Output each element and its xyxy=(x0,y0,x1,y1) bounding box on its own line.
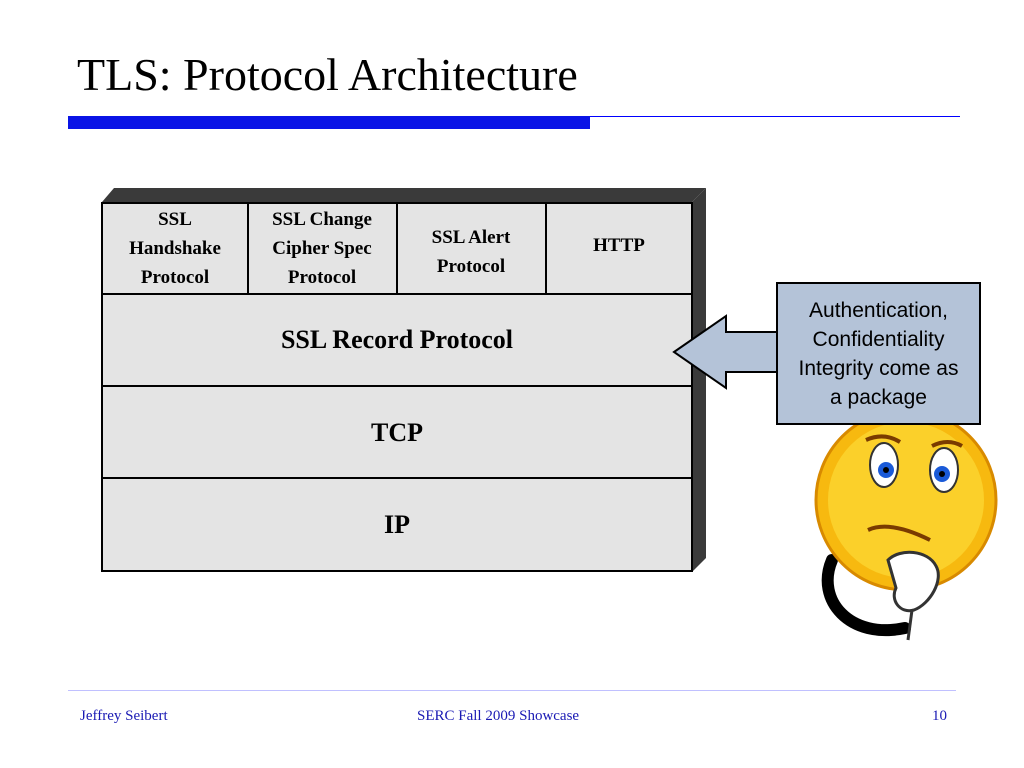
layer-tcp-label: TCP xyxy=(371,418,423,447)
slide-title: TLS: Protocol Architecture xyxy=(77,49,578,100)
cell-label-line: SSL xyxy=(158,209,192,230)
title-underline-thick xyxy=(68,116,590,129)
thinking-smiley-icon xyxy=(814,408,998,641)
stack-side-bevel xyxy=(692,188,706,572)
footer-divider xyxy=(68,690,956,691)
footer-page-number: 10 xyxy=(932,708,947,724)
cell-http xyxy=(545,202,693,295)
cell-label-line: Protocol xyxy=(437,256,505,277)
cell-ssl-change-cipher-spec xyxy=(247,202,398,295)
layer-ip xyxy=(101,477,693,572)
callout-box: Authentication, Confidentiality Integrit… xyxy=(776,282,981,425)
layer-ip-label: IP xyxy=(384,510,410,539)
layer-ssl-record-label: SSL Record Protocol xyxy=(281,325,513,354)
layer-tcp xyxy=(101,385,693,479)
footer-author: Jeffrey Seibert xyxy=(80,708,168,724)
cell-label-line: SSL Change xyxy=(272,209,372,230)
stack-top-bevel xyxy=(102,188,706,202)
cell-label-line: Handshake xyxy=(129,238,221,259)
cell-ssl-alert xyxy=(396,202,547,295)
cell-label-line: Cipher Spec xyxy=(272,238,371,259)
cell-label-line: Protocol xyxy=(141,267,209,288)
cell-http-label: HTTP xyxy=(593,235,645,256)
footer-event: SERC Fall 2009 Showcase xyxy=(417,708,580,724)
cell-label-line: SSL Alert xyxy=(432,227,511,248)
cell-label-line: HTTP xyxy=(593,235,645,256)
callout-text: Authentication, Confidentiality Integrit… xyxy=(798,298,959,409)
cell-label-line: Protocol xyxy=(288,267,356,288)
